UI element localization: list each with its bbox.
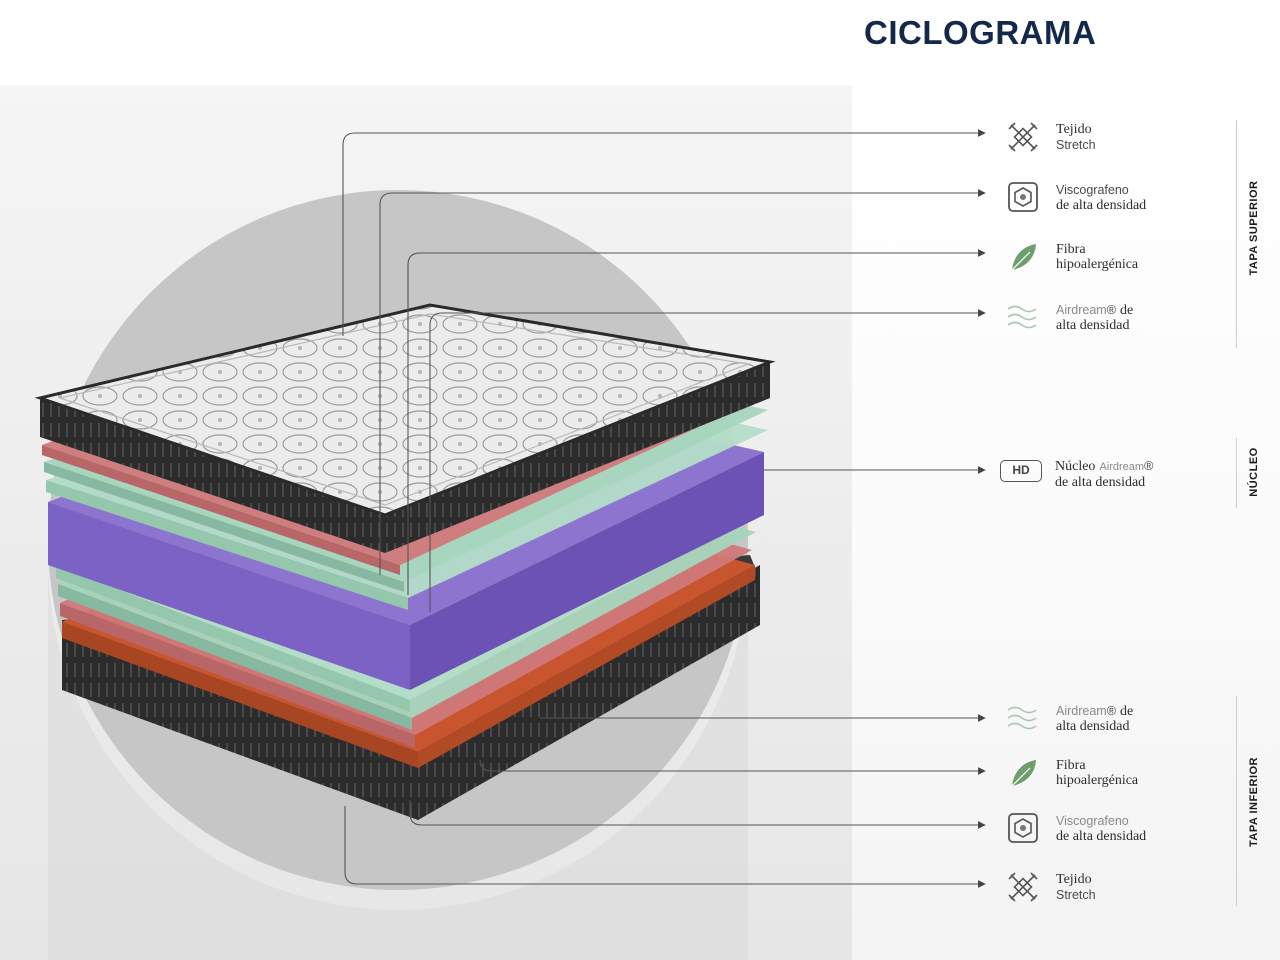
- page-title: CICLOGRAMA: [864, 14, 1097, 51]
- feature-label-line2: de alta densidad: [1056, 198, 1147, 213]
- hd-badge-icon: HD: [1000, 460, 1042, 482]
- leader-lines: [342, 129, 986, 888]
- feature-label-line2: alta densidad: [1056, 318, 1130, 333]
- feature-label-line1-end: de: [1119, 303, 1134, 318]
- registered-mark: ®: [1106, 704, 1116, 718]
- feature-label-line1: Fibra: [1056, 758, 1086, 773]
- viscografeno-icon: [1008, 813, 1038, 843]
- section-divider-core: [1236, 438, 1237, 508]
- leaf-icon: [1011, 760, 1036, 787]
- feature-label-line2: de alta densidad: [1056, 829, 1147, 844]
- feature-label-brand: Airdream: [1056, 704, 1107, 718]
- stretch-fabric-icon: [1008, 122, 1038, 152]
- section-label-core: NÚCLEO: [1248, 447, 1260, 497]
- viscografeno-icon: [1008, 182, 1038, 212]
- feature-label-line1: Viscografeno: [1056, 183, 1129, 197]
- stretch-fabric-icon: [1008, 872, 1038, 902]
- right-background-panel: [852, 85, 1280, 960]
- feature-label-line1: Tejido: [1056, 872, 1092, 887]
- registered-mark: ®: [1106, 303, 1116, 317]
- feature-label-line2: alta densidad: [1056, 719, 1130, 734]
- feature-label-line2: Stretch: [1056, 888, 1096, 902]
- feature-label-line2: hipoalergénica: [1056, 257, 1139, 272]
- feature-label-line2: hipoalergénica: [1056, 773, 1139, 788]
- feature-label-line1: Núcleo: [1055, 459, 1096, 474]
- feature-label-line1: Fibra: [1056, 242, 1086, 257]
- feature-label-line2: de alta densidad: [1055, 475, 1146, 490]
- top-cover-layer: [34, 303, 776, 553]
- feature-label-line2: Stretch: [1056, 138, 1096, 152]
- airdream-waves-icon: [1007, 305, 1037, 329]
- feature-label-line1: Viscografeno: [1056, 814, 1129, 828]
- feature-label-line1: Tejido: [1056, 122, 1092, 137]
- section-label-bottom: TAPA INFERIOR: [1248, 757, 1260, 848]
- leaf-icon: [1011, 244, 1036, 271]
- feature-label-line1-end: de: [1119, 704, 1134, 719]
- registered-mark: ®: [1144, 459, 1154, 473]
- section-divider-top: [1236, 120, 1237, 348]
- feature-label-brand: Airdream: [1056, 303, 1107, 317]
- section-label-top: TAPA SUPERIOR: [1248, 180, 1260, 276]
- feature-label-brand: Airdream: [1099, 461, 1145, 473]
- section-divider-bottom: [1236, 696, 1237, 906]
- airdream-waves-icon: [1007, 706, 1037, 730]
